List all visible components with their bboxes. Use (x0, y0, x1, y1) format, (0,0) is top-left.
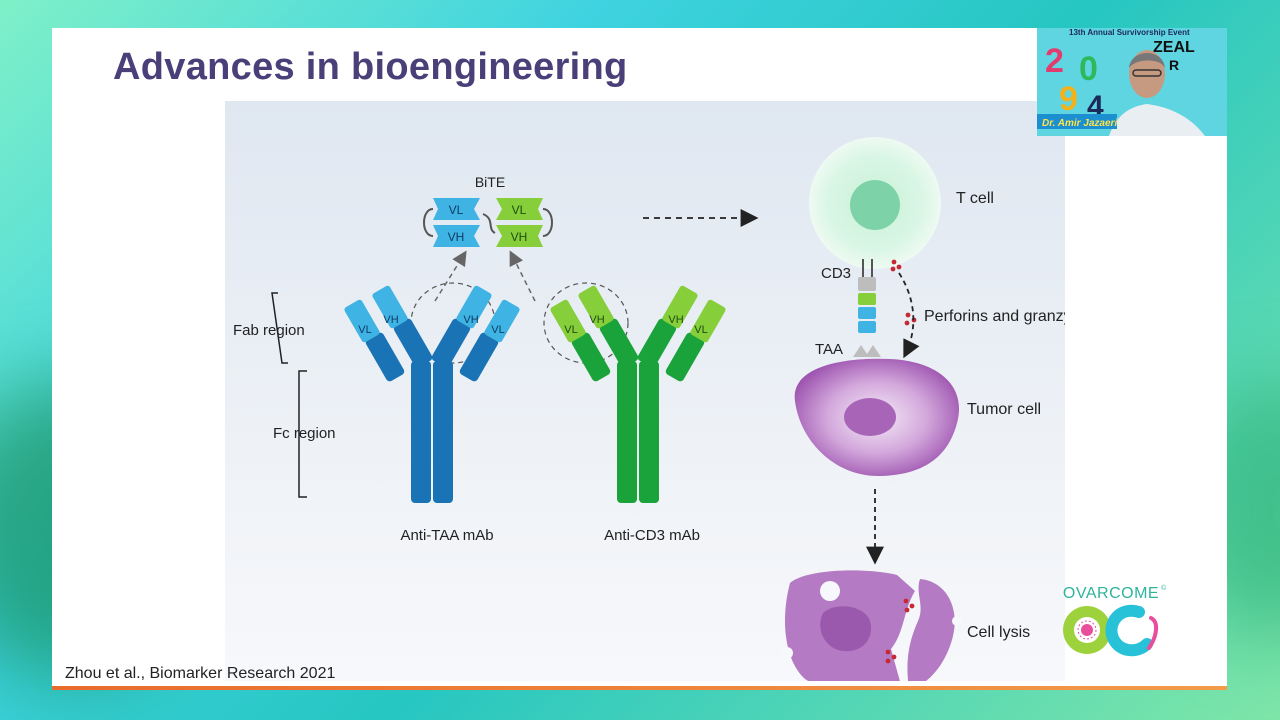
logo-copyright: © (1161, 584, 1167, 592)
event-banner-letters: R (1169, 57, 1179, 73)
webcam-svg: 13th Annual Survivorship Event 2 0 9 4 Z… (1037, 28, 1227, 136)
lysed-cell (781, 570, 962, 701)
t-cell-label: T cell (956, 190, 994, 207)
citation: Zhou et al., Biomarker Research 2021 (65, 665, 336, 682)
speaker-glasses (1132, 69, 1162, 77)
taa-label: TAA (815, 341, 843, 358)
anti-cd3-label: Anti-CD3 mAb (604, 527, 700, 544)
arrow-taa-to-bite (434, 250, 467, 302)
bite-vh-left: VH (448, 230, 465, 244)
bite-diagram: BiTE VL VH VL VH (225, 101, 1102, 701)
event-banner-text: 13th Annual Survivorship Event (1069, 28, 1190, 37)
bite-label: BiTE (475, 174, 505, 190)
fab-bracket (271, 292, 288, 364)
bite-vl-left: VL (449, 203, 464, 217)
perforin-arrow (898, 272, 920, 359)
ovarcome-logo: OVARCOME © (1057, 582, 1169, 662)
cd3-vl-right: VL (694, 324, 707, 336)
fc-bracket (298, 370, 307, 498)
speaker-hair (1129, 53, 1165, 68)
year-digit-2: 0 (1079, 50, 1098, 88)
speaker-name: Dr. Amir Jazaeri (1042, 118, 1117, 129)
taa-vl-right: VL (491, 324, 504, 336)
taa-vh-left: VH (383, 314, 398, 326)
year-digit-1: 2 (1045, 42, 1064, 80)
taa-vh-right: VH (463, 314, 478, 326)
fab-region-label: Fab region (233, 322, 305, 339)
diagram-svg: BiTE VL VH VL VH (233, 137, 1102, 701)
logo-svg: OVARCOME © (1063, 584, 1167, 657)
cd3-label: CD3 (821, 265, 851, 282)
year-digit-3: 9 (1059, 80, 1078, 118)
cd3-vh-right: VH (668, 314, 683, 326)
cd3-vl-left: VL (564, 324, 577, 336)
cell-lysis-label: Cell lysis (967, 624, 1030, 641)
event-banner-word: ZEAL (1153, 39, 1195, 56)
tumor-cell-label: Tumor cell (967, 401, 1041, 418)
bite-molecule: VL VH VL VH (423, 198, 553, 247)
anti-cd3-antibody: VL VH VH VL (550, 285, 726, 503)
synapse-complex (853, 259, 881, 357)
slide-accent-bar (52, 686, 1227, 690)
speaker-head (1129, 50, 1165, 98)
anti-taa-label: Anti-TAA mAb (400, 527, 493, 544)
perforins-label: Perforins and granzymes (924, 308, 1065, 325)
t-cell-nucleus (850, 180, 900, 230)
speaker-video: 13th Annual Survivorship Event 2 0 9 4 Z… (1037, 28, 1227, 136)
cd3-vh-left: VH (589, 314, 604, 326)
tumor-nucleus (844, 398, 896, 436)
bite-vh-right: VH (511, 230, 528, 244)
logo-text: OVARCOME (1063, 585, 1159, 602)
fc-region-label: Fc region (273, 425, 336, 442)
arrow-cd3-to-bite (509, 250, 536, 302)
logo-c-shape (1105, 604, 1153, 657)
anti-taa-antibody: VL VH VH VL (344, 285, 520, 503)
speaker-body (1109, 104, 1205, 136)
logo-ribbon-icon (1147, 616, 1158, 650)
slide-title: Advances in bioengineering (113, 46, 628, 88)
bite-vl-right: VL (512, 203, 527, 217)
presentation-slide: Advances in bioengineering (52, 28, 1227, 701)
taa-vl-left: VL (358, 324, 371, 336)
